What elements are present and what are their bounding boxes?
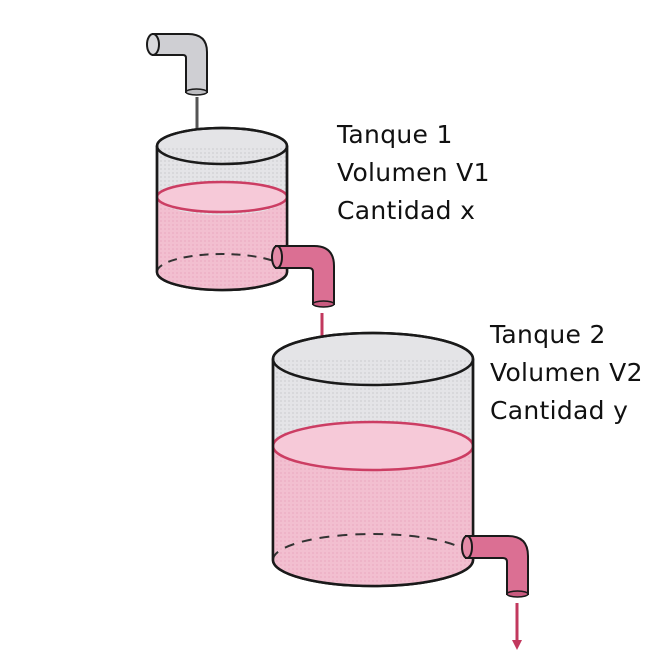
tank-1-volume: Volumen V1 [337, 158, 490, 187]
tank-1-liquid-surface [155, 180, 289, 214]
tank-2-liquid-surface [271, 420, 475, 472]
tank-1-amount: Cantidad x [337, 196, 476, 225]
tank-2-outlet-pipe-icon [461, 535, 529, 598]
tank-2-rim [271, 331, 475, 387]
tank-1-name: Tanque 1 [337, 120, 453, 149]
tank-2 [271, 331, 475, 588]
tank-2-volume: Volumen V2 [490, 358, 643, 387]
tank-1-label-block: Tanque 1 Volumen V1 Cantidad x [337, 116, 490, 230]
tank-2-amount: Cantidad y [490, 396, 629, 425]
tank-1-outlet-pipe-icon [271, 245, 335, 308]
tank-2-name: Tanque 2 [490, 320, 606, 349]
tank-2-label-block: Tanque 2 Volumen V2 Cantidad y [490, 316, 643, 430]
tank-1-rim [155, 126, 289, 166]
inlet-pipe-icon [146, 33, 208, 96]
tank-1 [155, 126, 289, 292]
